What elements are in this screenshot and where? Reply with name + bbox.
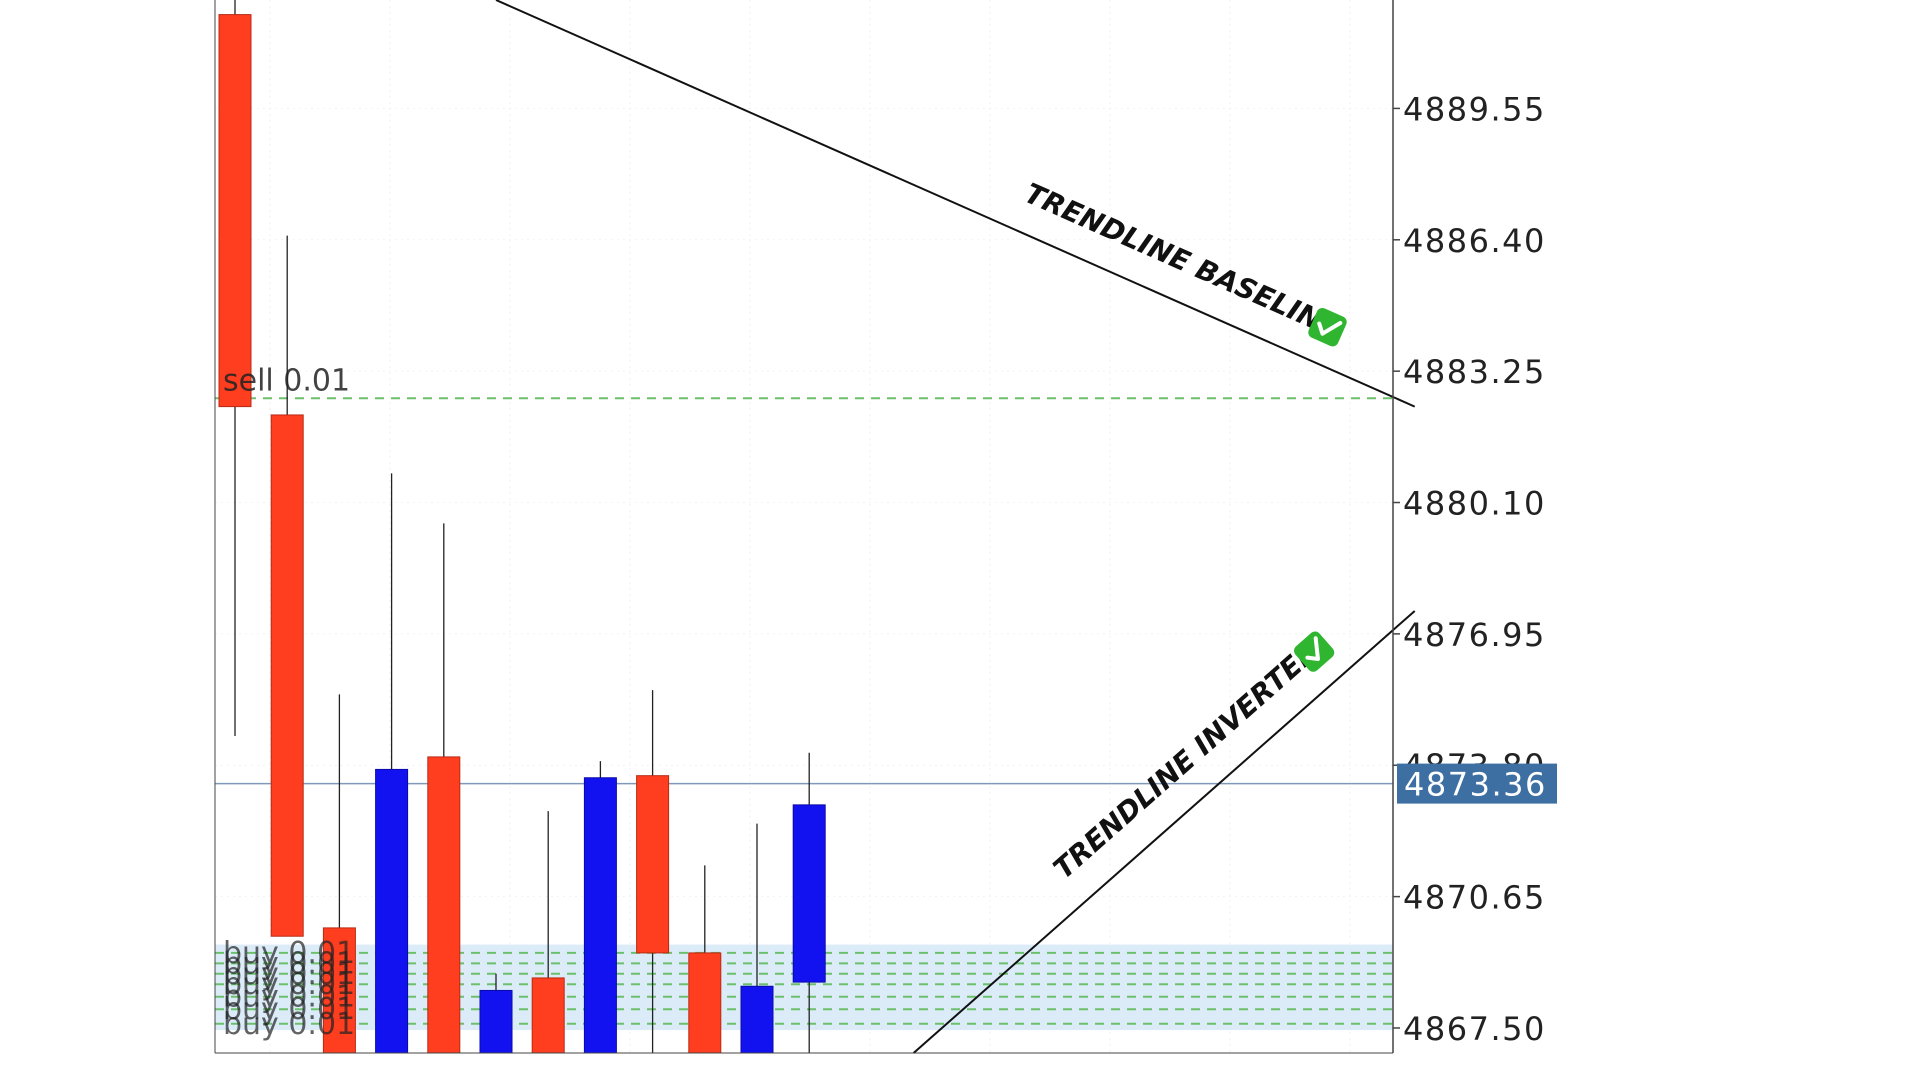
buy-order-label: buy 0.01 <box>223 967 355 1002</box>
check-mark <box>1305 636 1320 661</box>
candle-body <box>636 775 670 954</box>
check-mark-icon <box>1308 308 1347 347</box>
candle-body <box>792 804 826 983</box>
check-badge-bg <box>1308 308 1347 347</box>
trendline <box>912 610 1416 1054</box>
candle-body <box>740 985 774 1054</box>
buy-order-label: buy 0.01 <box>223 957 355 992</box>
check-mark <box>1317 321 1343 336</box>
check-mark-icon <box>1294 631 1335 672</box>
current-price-tag: 4873.36 <box>1397 763 1557 804</box>
candle-body <box>531 977 565 1054</box>
order-lines <box>215 397 1393 1025</box>
price-tick-label: 4867.50 <box>1403 1010 1546 1048</box>
check-badge-bg <box>1294 631 1335 672</box>
price-axis: 4889.55 4886.40 4883.25 4880.10 4876.95 4873.… <box>1393 90 1546 1048</box>
candle <box>688 865 722 1054</box>
buy-order-label: buy 0.01 <box>223 936 355 971</box>
trendline-label: TRENDLINE INVERTED <box>1047 634 1326 886</box>
buy-order-label: buy 0.01 <box>223 1007 355 1042</box>
candle <box>427 523 461 1054</box>
sell-order-label: sell 0.01 <box>223 363 350 398</box>
buy-order-label: buy 0.01 <box>223 980 355 1015</box>
candle-body <box>427 756 461 1054</box>
price-tick-label: 4889.55 <box>1403 90 1546 128</box>
trendline <box>495 0 1416 408</box>
candle <box>270 235 304 937</box>
price-tick-label: 4886.40 <box>1403 222 1546 260</box>
trendline-label: TRENDLINE BASELINE <box>1020 176 1344 344</box>
candle-body <box>688 952 722 1054</box>
candle-body <box>375 768 409 1054</box>
price-tick-label: 4876.95 <box>1403 616 1546 654</box>
candle <box>740 823 774 1054</box>
trendlines[interactable]: TRENDLINE BASELINE TRENDLINE INVERTED <box>495 0 1416 1054</box>
price-tick-label: 4870.65 <box>1403 879 1546 917</box>
candle <box>218 0 252 737</box>
candle <box>636 690 670 1053</box>
candlestick-series <box>218 0 826 1054</box>
current-price-label: 4873.36 <box>1404 766 1547 804</box>
candle <box>479 973 513 1054</box>
trendline-baseline[interactable]: TRENDLINE BASELINE <box>495 0 1416 408</box>
candle-body <box>270 414 304 937</box>
current-price-tag-bg <box>1397 763 1557 804</box>
price-tick-label: 4880.10 <box>1403 485 1546 523</box>
candle <box>531 811 565 1054</box>
candle <box>792 752 826 1053</box>
buy-order-label: buy 0.01 <box>223 946 355 981</box>
price-tick-label: 4883.25 <box>1403 353 1546 391</box>
candle-body <box>479 989 513 1054</box>
candle <box>375 473 409 1054</box>
candle <box>583 761 617 1054</box>
candle-body <box>583 777 617 1054</box>
buy-order-label: buy 0.01 <box>223 992 355 1027</box>
candle-body <box>218 14 252 408</box>
